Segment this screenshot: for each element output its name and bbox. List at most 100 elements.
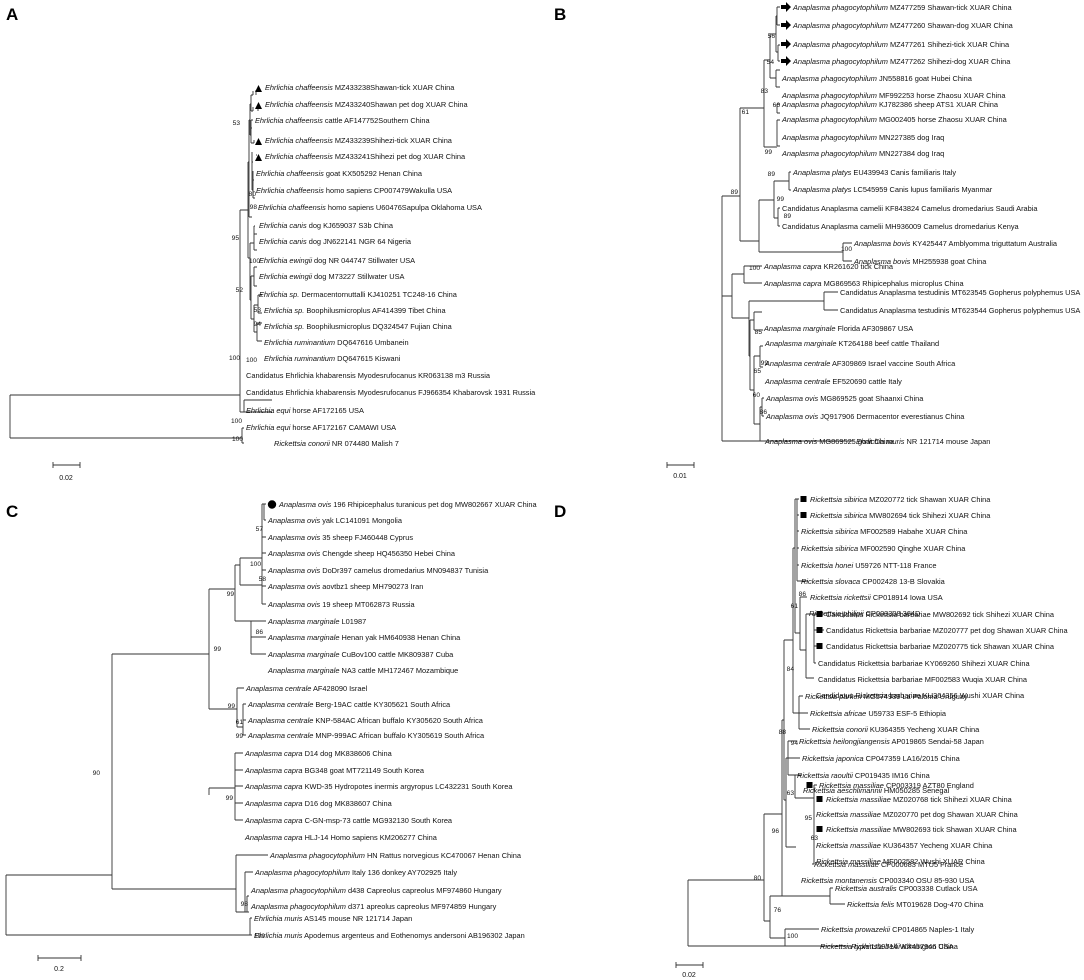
leaf-label: Anaplasma capra KWD-35 Hydropotes inermi… — [244, 782, 513, 791]
support-value: 60 — [753, 392, 761, 399]
square-marker-icon — [816, 627, 823, 633]
triangle-marker-icon — [255, 85, 262, 92]
leaf-label: Candidatus Rickettsia barbariae MF002583… — [818, 675, 1028, 684]
leaf-label: Ehrlichia equi horse AF172167 CAMAWI USA — [246, 423, 396, 432]
leaf-label: Anaplasma phagocytophilum Italy 136 donk… — [254, 868, 457, 877]
scale-bar-label: 0.02 — [682, 972, 696, 979]
leaf-label: Ehrlichia ewingii dog M73227 Stillwater … — [259, 272, 405, 281]
leaf-label: Anaplasma ovis 196 Rhipicephalus turanic… — [278, 500, 537, 509]
support-value: 100 — [787, 933, 798, 940]
leaf-label: Anaplasma bovis KY425447 Amblyomma trigu… — [853, 239, 1058, 248]
support-value: 99 — [236, 733, 244, 740]
leaf-label: Rickettsia parkeri MG574939 La Paloma Ur… — [805, 692, 968, 701]
panel-c-markers — [267, 500, 277, 509]
leaf-label: Anaplasma platys EU439943 Canis familiar… — [792, 168, 956, 177]
support-value: 95 — [232, 235, 240, 242]
leaf-label: Anaplasma phagocytophilum MF992253 horse… — [781, 91, 1006, 100]
leaf-label: Ehrlichia muris AS145 mouse NR 121714 Ja… — [254, 914, 412, 923]
support-value: 100 — [246, 357, 257, 364]
support-value: 80 — [249, 191, 257, 198]
leaf-label: Anaplasma phagocytophilum MG002405 horse… — [781, 115, 1008, 124]
leaf-label: Candidatus Rickettsia barbariae KY069260… — [818, 659, 1030, 668]
leaf-label: Rickettsia massiliae MZ020770 pet dog Sh… — [816, 810, 1019, 819]
support-value: 86 — [760, 409, 768, 416]
leaf-label: Anaplasma capra D14 dog MK838606 China — [244, 749, 393, 758]
leaf-label: Ehrlichia chaffeensis homo sapiens U6047… — [258, 203, 482, 212]
support-value: 66 — [773, 102, 781, 109]
square-marker-icon — [800, 512, 807, 518]
leaf-label: Candidatus Anaplasma testudinis MT623545… — [840, 288, 1080, 297]
support-value: 84 — [787, 666, 795, 673]
leaf-label: Anaplasma ovis 35 sheep FJ460448 Cyprus — [267, 533, 413, 542]
leaf-label: Rickettsia heilongjiangensis AP019865 Se… — [799, 737, 984, 746]
support-value: 100 — [249, 258, 260, 265]
circle-marker-icon — [267, 500, 277, 509]
leaf-label: Anaplasma capra C-GN-msp-73 cattle MG932… — [244, 816, 453, 825]
support-value: 99 — [227, 591, 235, 598]
leaf-label: Anaplasma ovis MG869525 goat China — [764, 437, 894, 446]
leaf-label: Rickettsia prowazekii CP014865 Naples-1 … — [821, 925, 975, 934]
leaf-label: Anaplasma centrale MNP-999AC African buf… — [247, 731, 485, 740]
panel-c: C 57 100 58 99 86 99 61 99 99 99 90 98 1… — [5, 500, 537, 973]
leaf-label: Anaplasma marginale Florida AF309867 USA — [763, 324, 913, 333]
panel-b-support-values: 56 54 66 83 99 61 89 99 89 100 89 100 85… — [731, 33, 853, 416]
square-marker-icon — [816, 826, 823, 832]
support-value: 63 — [787, 790, 795, 797]
leaf-label: Rickettsia philipii CP003308 364D — [809, 609, 920, 618]
leaf-label: Rickettsia bellii KX457946 China — [851, 942, 959, 951]
leaf-label: Ehrlichia chaffeensis goat KX505292 Hena… — [256, 169, 423, 178]
support-value: 100 — [231, 418, 242, 425]
leaf-label: Anaplasma phagocytophilum d438 Capreolus… — [250, 886, 502, 895]
leaf-label: Anaplasma capra BG348 goat MT721149 Sout… — [244, 766, 425, 775]
support-value: 83 — [761, 88, 769, 95]
support-value: 53 — [254, 307, 262, 314]
leaf-label: Rickettsia massiliae KU364357 Yecheng XU… — [816, 841, 993, 850]
panel-d-markers — [800, 496, 823, 832]
leaf-label: Ehrlichia muris NR 121714 mouse Japan — [856, 437, 990, 446]
panel-d-label: D — [554, 502, 566, 521]
support-value: 56 — [768, 33, 776, 40]
panel-a: A 53 80 98 95 100 53 94 52 100 100 100 1… — [6, 5, 536, 482]
leaf-label: Anaplasma ovis MG869525 goat Shaanxi Chi… — [765, 394, 924, 403]
leaf-label: Ehrlichia canis dog JN622141 NGR 64 Nige… — [259, 237, 412, 246]
leaf-label: Anaplasma phagocytophilum MZ477262 Shihe… — [792, 57, 1011, 66]
support-value: 100 — [749, 265, 760, 272]
leaf-label: Anaplasma centrale AF428090 Israel — [245, 684, 368, 693]
leaf-label: Anaplasma centrale AF309869 Israel vacci… — [764, 359, 956, 368]
leaf-label: Anaplasma ovis 19 sheep MT062873 Russia — [267, 600, 416, 609]
leaf-label: Ehrlichia ewingii dog NR 044747 Stillwat… — [259, 256, 415, 265]
leaf-label: Rickettsia massiliae CP000683 MTU5 Franc… — [814, 860, 963, 869]
support-value: 61 — [742, 109, 750, 116]
leaf-label: Anaplasma centrale KNP-584AC African buf… — [247, 716, 484, 725]
leaf-label: Anaplasma ovis Chengde sheep HQ456350 He… — [267, 549, 456, 558]
leaf-label: Ehrlichia chaffeensis cattle AF147752Sou… — [255, 116, 431, 125]
arrow-marker-icon — [781, 39, 791, 49]
leaf-label: Ehrlichia sp. Dermacentornuttalli KJ4102… — [259, 290, 458, 299]
panel-c-support-values: 57 100 58 99 86 99 61 99 99 99 90 98 100 — [93, 526, 267, 940]
square-marker-icon — [816, 611, 823, 617]
leaf-label: Anaplasma capra D16 dog MK838607 China — [244, 799, 393, 808]
leaf-label: Anaplasma capra KR261620 tick China — [763, 262, 894, 271]
panel-b-label: B — [554, 5, 566, 24]
leaf-label: Rickettsia sibirica MF002590 Qinghe XUAR… — [801, 544, 966, 553]
leaf-label: Rickettsia sibirica MF002589 Habahe XUAR… — [801, 527, 968, 536]
panel-d: D 86 61 84 88 94 63 95 63 96 80 76 100 R… — [554, 495, 1068, 979]
leaf-label: Anaplasma ovis yak LC141091 Mongolia — [267, 516, 403, 525]
support-value: 99 — [777, 196, 785, 203]
support-value: 89 — [731, 189, 739, 196]
leaf-label: Anaplasma platys LC545959 Canis lupus fa… — [792, 185, 993, 194]
panel-d-leaf-labels: Rickettsia sibirica MZ020772 tick Shawan… — [797, 495, 1068, 951]
leaf-label: Anaplasma marginale KT264188 beef cattle… — [764, 339, 939, 348]
panel-b-leaf-labels: Anaplasma phagocytophilum MZ477259 Shawa… — [763, 3, 1080, 446]
leaf-label: Rickettsia africae U59733 ESF-5 Ethiopia — [810, 709, 947, 718]
support-value: 86 — [799, 591, 807, 598]
leaf-label: Anaplasma centrale EF520690 cattle Italy — [764, 377, 902, 386]
leaf-label: Rickettsia conorii KU364355 Yecheng XUAR… — [812, 725, 980, 734]
leaf-label: Ehrlichia canis dog KJ659037 S3b China — [259, 221, 394, 230]
support-value: 58 — [259, 576, 267, 583]
leaf-label: Ehrlichia ruminantium DQ647616 Umbanein — [264, 338, 409, 347]
leaf-label: Candidatus Ehrlichia khabarensis Myodesr… — [246, 371, 491, 380]
leaf-label: Anaplasma phagocytophilum MZ477260 Shawa… — [792, 21, 1014, 30]
square-marker-icon — [800, 496, 807, 502]
arrow-marker-icon — [781, 2, 791, 12]
